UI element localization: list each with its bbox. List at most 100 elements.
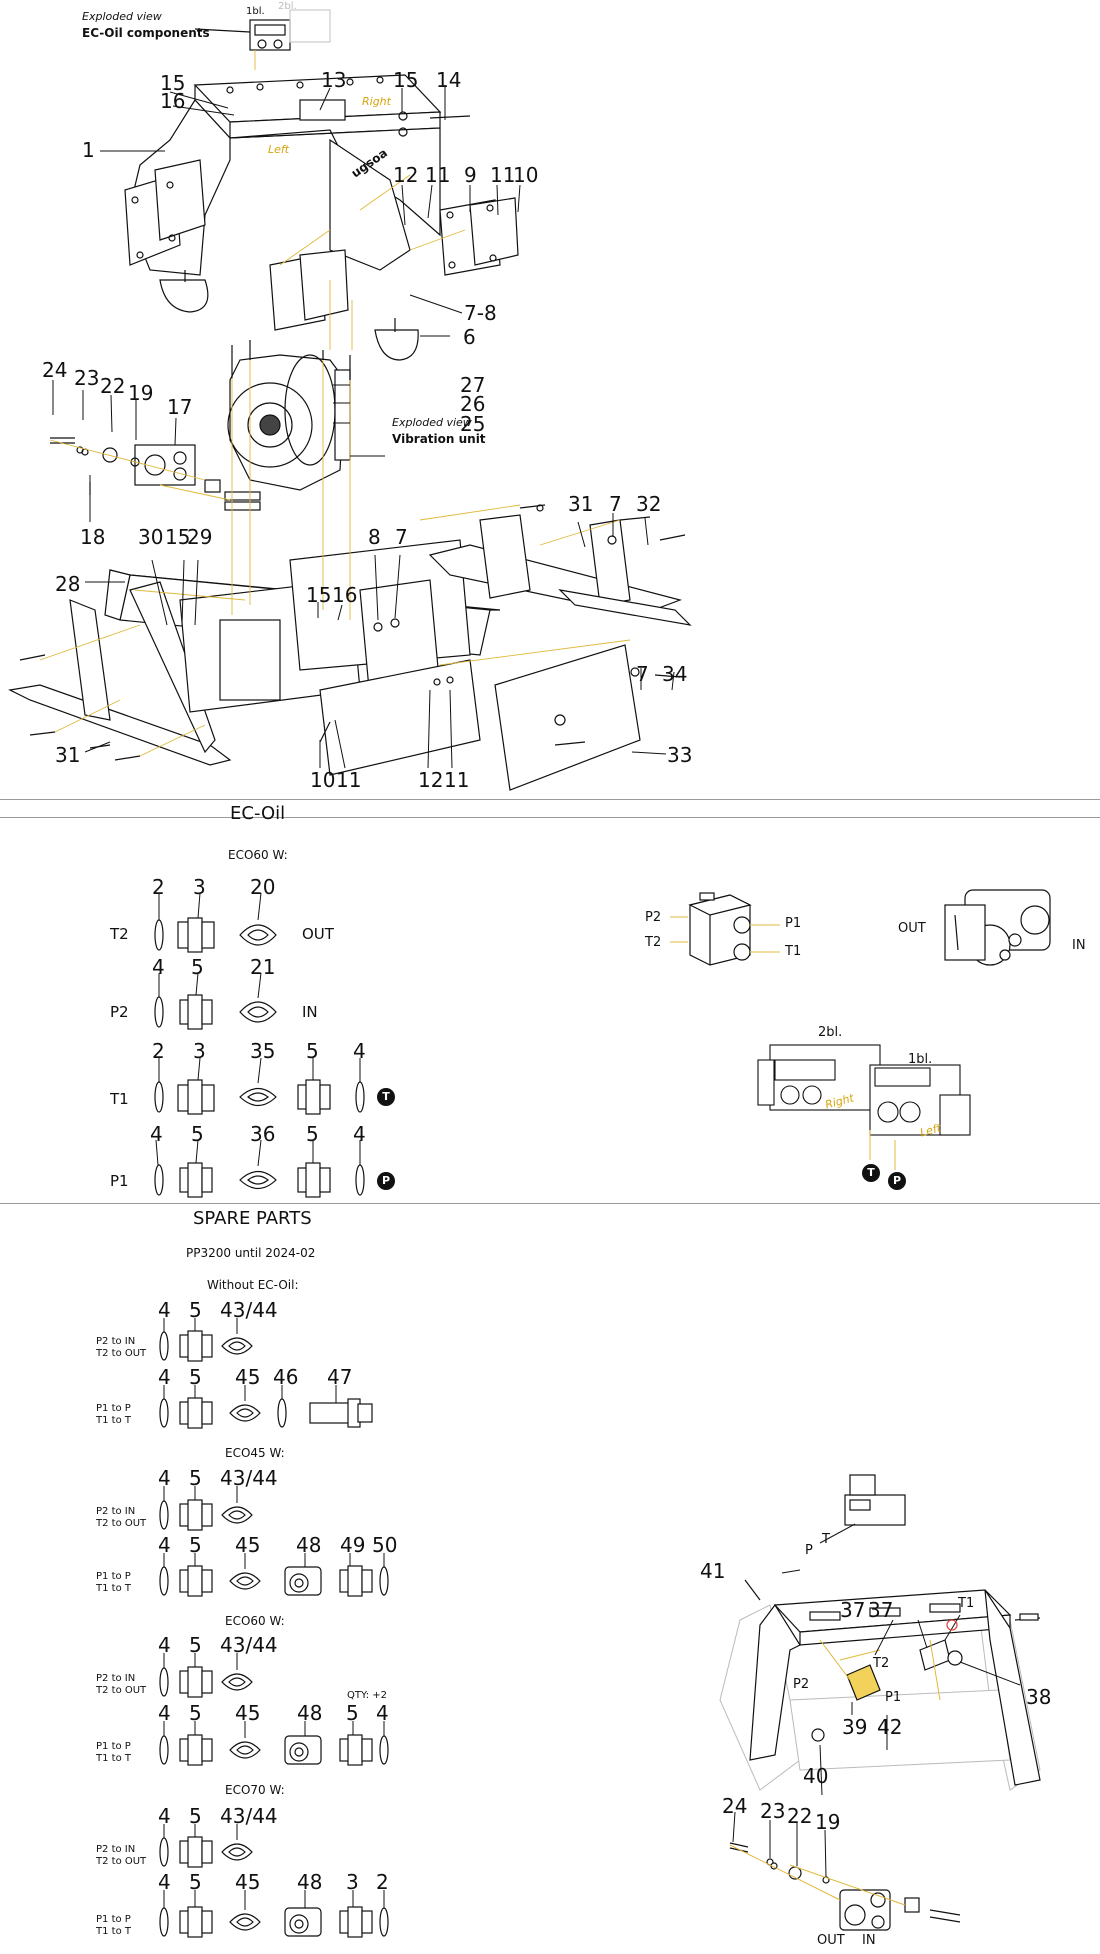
unit-tag-2bl: 2bl. [818,1025,843,1040]
callout: 40 [803,1764,829,1788]
spare-parts-title: SPARE PARTS [193,1208,312,1229]
spare-parts-subtitle: PP3200 until 2024-02 [186,1246,316,1260]
callout: 8 [368,525,381,549]
callout: 41 [700,1559,726,1583]
part-number: 5 [346,1701,359,1725]
part-number: 48 [297,1870,323,1894]
callout: 18 [80,525,106,549]
exploded-view-caption-2: Exploded view [392,416,472,429]
section-divider [0,799,1100,800]
callout: 11 [425,163,451,187]
part-number: 2 [152,875,165,899]
part-number: 45 [235,1365,261,1389]
part-number: 36 [250,1122,276,1146]
part-number: 2 [376,1870,389,1894]
part-number: 5 [189,1298,202,1322]
part-number: 50 [372,1533,398,1557]
callout: 28 [55,572,81,596]
t-badge: T [377,1088,395,1106]
part-number: 20 [250,875,276,899]
callout: 25 [460,412,486,436]
callout: 22 [100,374,126,398]
part-number: 4 [158,1633,171,1657]
direction-label: IN [302,1003,318,1021]
part-number: 48 [297,1701,323,1725]
callout: 7 [609,492,622,516]
part-number: 4 [158,1804,171,1828]
part-number: 48 [296,1533,322,1557]
port-label: T1 [110,1090,129,1108]
qty-note: QTY: +2 [347,1690,388,1701]
block-label-t1: T1 [785,944,802,959]
callout-t2: T2 [873,1656,890,1671]
part-number: 45 [235,1701,261,1725]
p-badge: P [888,1172,906,1190]
callout: 10 [310,768,336,792]
part-number: 5 [191,1122,204,1146]
callout: 29 [187,525,213,549]
callout: 12 [418,768,444,792]
callout: 42 [877,1715,903,1739]
part-number: 5 [189,1804,202,1828]
left-label: Left [268,143,290,156]
callout: 37 [868,1598,894,1622]
callout: 15 [165,525,191,549]
callout: 32 [636,492,662,516]
callout: 38 [1026,1685,1052,1709]
exploded-view-caption: Exploded view [82,10,162,23]
t-badge: T [862,1164,880,1182]
callout: 30 [138,525,164,549]
part-number: 4 [158,1870,171,1894]
callout: 31 [55,743,81,767]
callout: 23 [760,1799,786,1823]
label-out: OUT [817,1933,845,1948]
part-number: 4 [152,955,165,979]
callout: 27 [460,373,486,397]
part-number: 3 [193,875,206,899]
part-number: 4 [158,1533,171,1557]
part-number: 4 [353,1122,366,1146]
callout: 24 [42,358,68,382]
callout: 9 [464,163,477,187]
callout: 13 [321,68,347,92]
callout: 22 [787,1804,813,1828]
callout: 14 [436,68,462,92]
callout: 12 [393,163,419,187]
part-number: 4 [158,1466,171,1490]
label-in: IN [862,1933,876,1948]
tag-1bl: 1bl. [246,6,265,17]
callout: 19 [128,381,154,405]
part-number: 35 [250,1039,276,1063]
callout: 31 [568,492,594,516]
group-title: ECO45 W: [225,1446,285,1460]
part-number: 2 [152,1039,165,1063]
part-number: 5 [306,1039,319,1063]
block-label-t2: T2 [645,935,662,950]
callout: 16 [160,89,186,113]
group-title: ECO70 W: [225,1783,285,1797]
callout: 1 [82,138,95,162]
callout: 39 [842,1715,868,1739]
part-number: 43/44 [220,1804,278,1828]
callout: 7-8 [464,301,497,325]
part-number: 43/44 [220,1298,278,1322]
callout-t1: T1 [958,1596,975,1611]
callout: 11 [490,163,516,187]
part-number: 49 [340,1533,366,1557]
part-number: 3 [346,1870,359,1894]
callout: 11 [336,768,362,792]
callout: 34 [662,662,688,686]
callout: 7 [636,662,649,686]
vibration-unit-caption: Vibration unit [392,432,486,446]
pump-label-out: OUT [898,921,926,936]
part-number: 5 [189,1870,202,1894]
part-number: 5 [189,1466,202,1490]
callout: 33 [667,743,693,767]
